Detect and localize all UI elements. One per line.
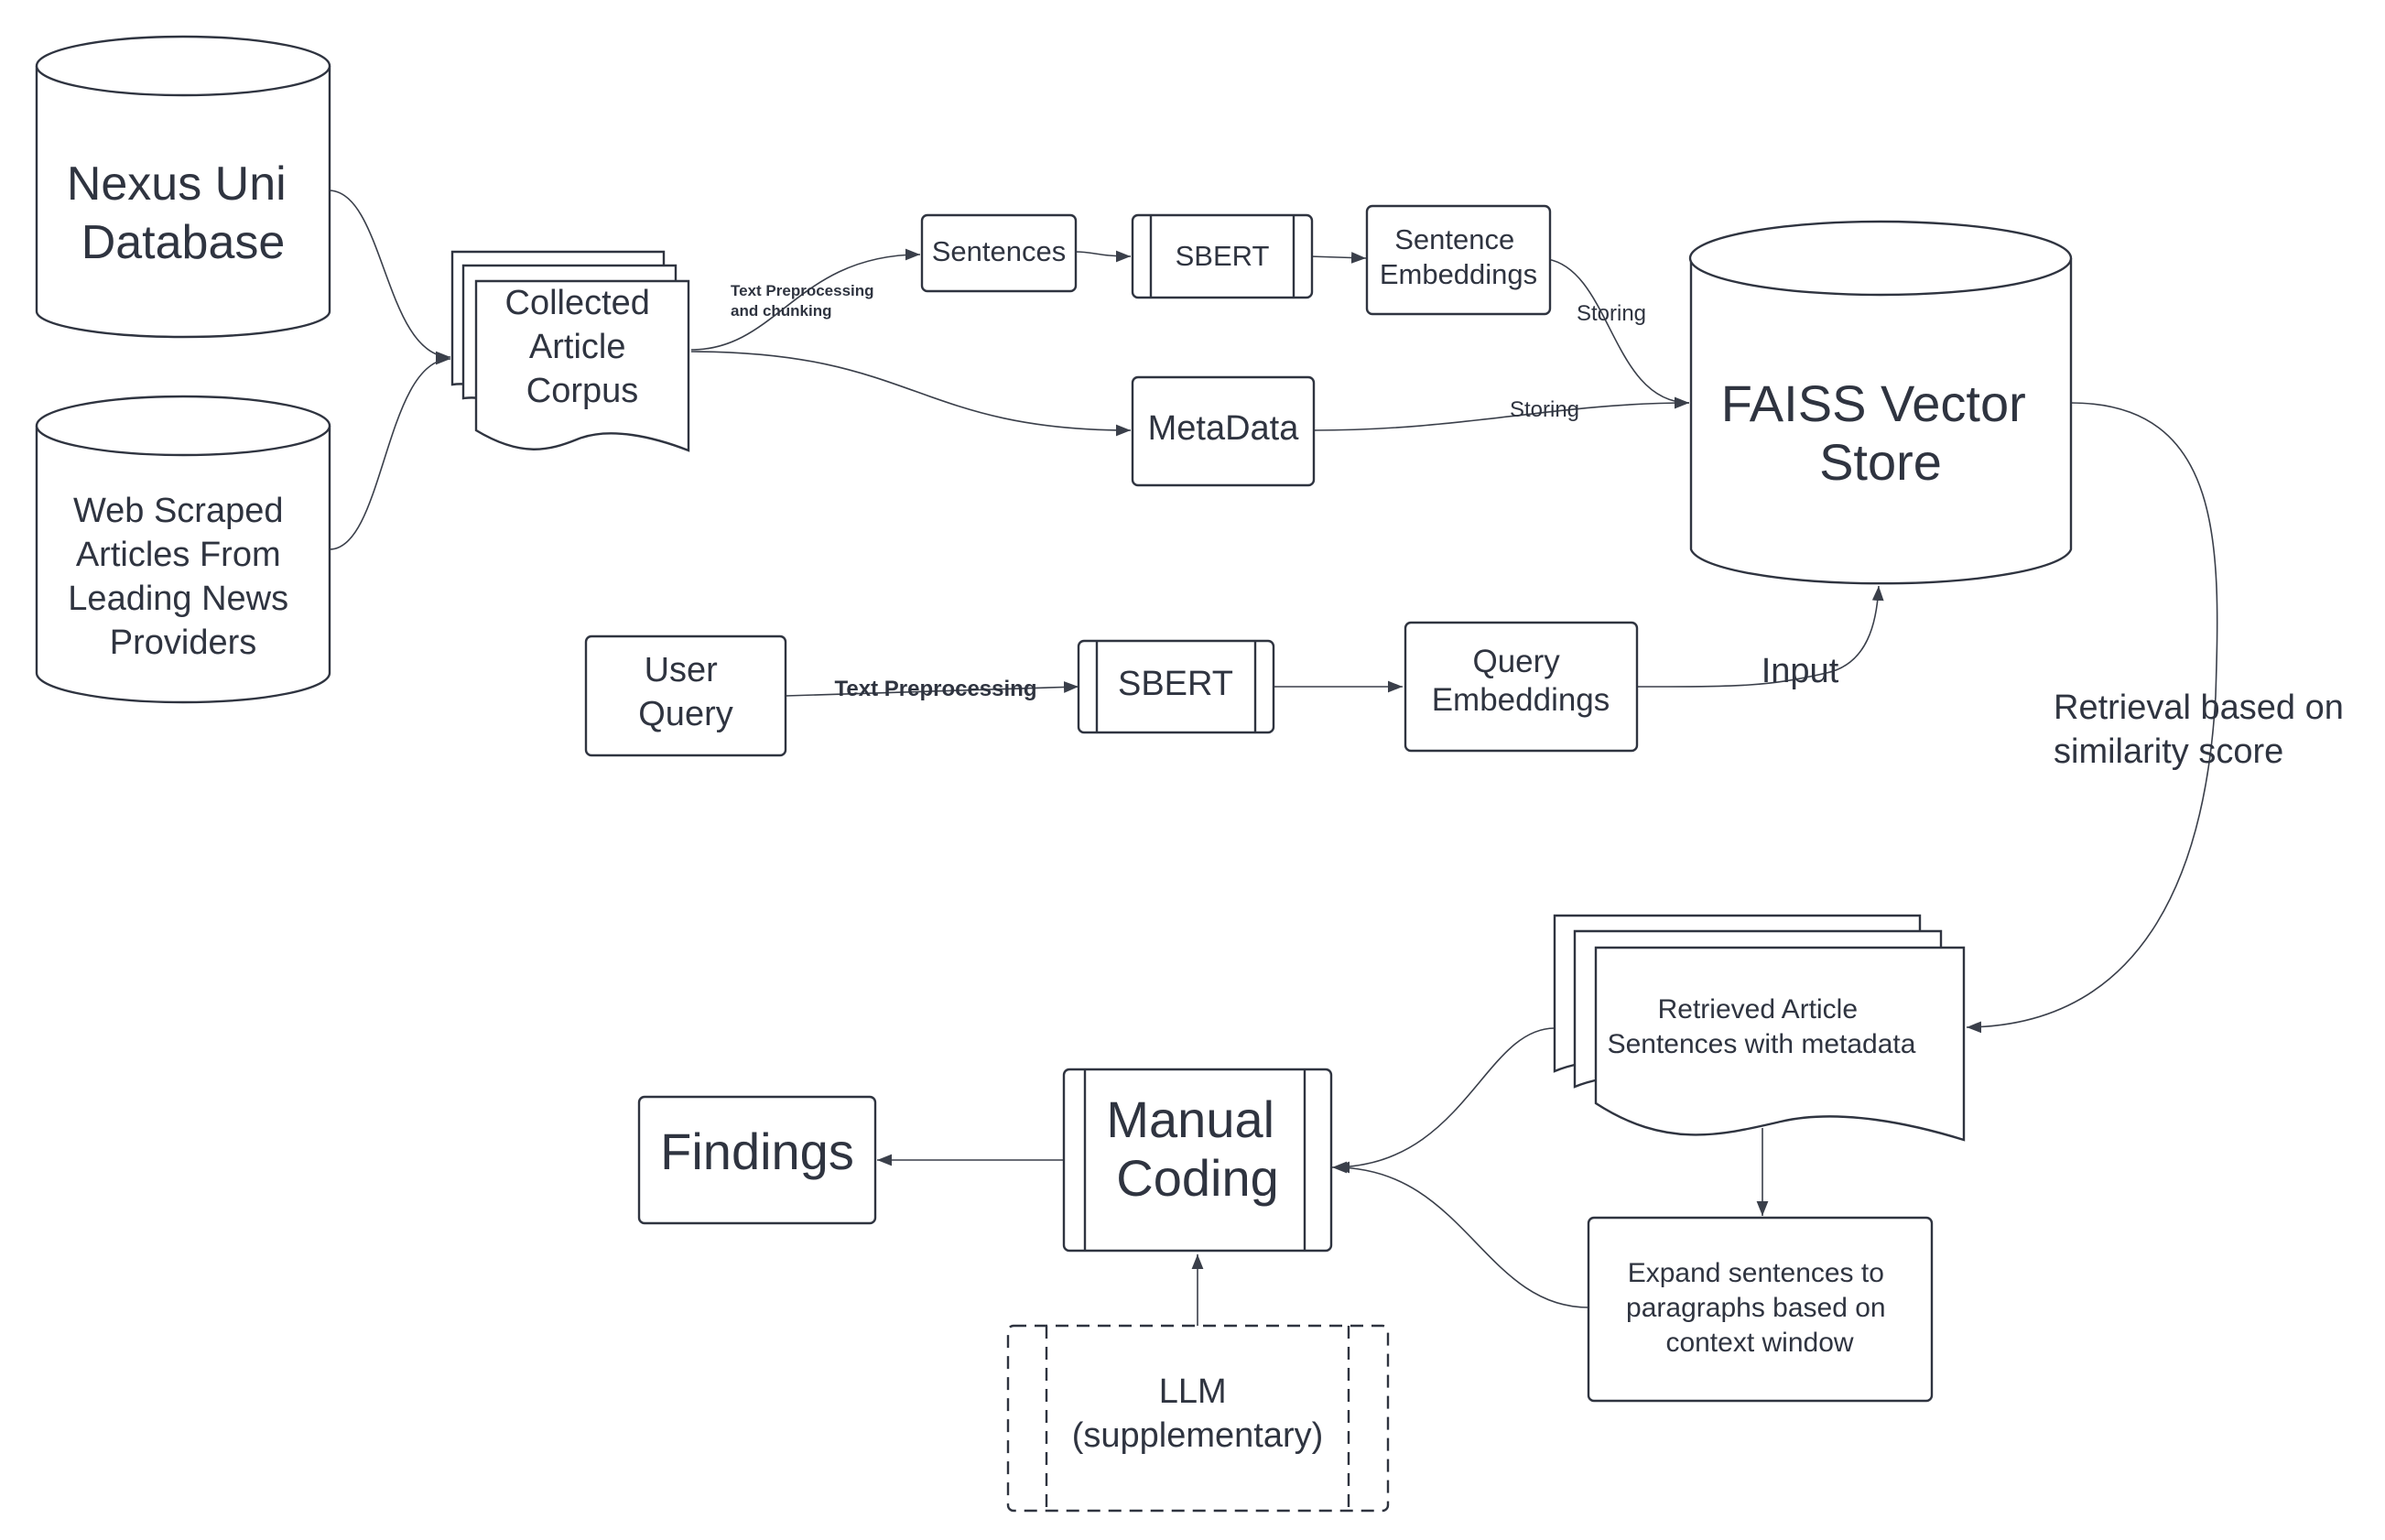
edge-faiss-to-retrieved [1966, 402, 2218, 1034]
edge-embeddings-to-faiss [1546, 258, 1690, 409]
edge-labels: Text Preprocessing and chunking Storing … [731, 282, 2353, 771]
llm-supplementary-node: LLM (supplementary) [1006, 1324, 1390, 1513]
label-storing-embeddings: Storing [1577, 301, 1646, 326]
sentence-embeddings-label: Sentence Embeddings [1380, 223, 1537, 290]
edges [329, 190, 2218, 1326]
expand-sentences-label: Expand sentences to paragraphs based on … [1626, 1258, 1893, 1358]
expand-sentences-node: Expand sentences to paragraphs based on … [1587, 1216, 1934, 1403]
collected-article-corpus-node: Collected Article Corpus [450, 250, 690, 452]
retrieved-article-sentences-label: Retrieved Article Sentences with metadat… [1608, 994, 1916, 1059]
sbert-top-node: SBERT [1131, 213, 1314, 299]
sentence-embeddings-node: Sentence Embeddings [1365, 204, 1552, 316]
faiss-vector-store-label: FAISS Vector Store [1721, 374, 2041, 491]
manual-coding-label: Manual Coding [1106, 1090, 1288, 1207]
user-query-node: User Query [584, 634, 787, 757]
sbert-bottom-node: SBERT [1077, 639, 1275, 734]
nexus-uni-database-node: Nexus Uni Database [35, 35, 331, 339]
sbert-top-label: SBERT [1176, 240, 1270, 272]
edge-nexus-to-corpus [329, 190, 451, 363]
web-scraped-articles-label: Web Scraped Articles From Leading News P… [68, 492, 298, 662]
user-query-label: User Query [638, 651, 732, 733]
label-input: Input [1762, 652, 1839, 690]
nexus-uni-database-label: Nexus Uni Database [67, 157, 299, 269]
edge-sbert-to-embeddings [1308, 252, 1367, 264]
label-storing-metadata: Storing [1510, 397, 1579, 422]
findings-label: Findings [660, 1122, 854, 1180]
llm-supplementary-label: LLM (supplementary) [1072, 1372, 1324, 1455]
retrieved-article-sentences-node: Retrieved Article Sentences with metadat… [1553, 914, 1966, 1142]
edge-retrieved-to-manual [1331, 1027, 1556, 1174]
faiss-vector-store-node: FAISS Vector Store [1688, 220, 2073, 585]
edge-userquery-to-sbert [785, 681, 1079, 697]
edge-expand-to-manual [1334, 1161, 1589, 1308]
metadata-node: MetaData [1131, 375, 1316, 487]
manual-coding-node: Manual Coding [1062, 1068, 1333, 1253]
metadata-label: MetaData [1148, 409, 1300, 448]
edge-metadata-to-faiss [1313, 396, 1690, 431]
label-preprocess-chunk: Text Preprocessing and chunking [731, 282, 878, 320]
findings-node: Findings [637, 1095, 877, 1225]
edge-corpus-to-sentences [690, 248, 921, 351]
edge-web-to-corpus [329, 352, 451, 550]
edge-corpus-to-metadata [690, 351, 1132, 437]
label-query-preprocess: Text Preprocessing [835, 677, 1037, 701]
sbert-bottom-label: SBERT [1118, 665, 1233, 703]
query-embeddings-label: Query Embeddings [1432, 644, 1610, 718]
collected-article-corpus-label: Collected Article Corpus [505, 284, 660, 410]
sentences-node: Sentences [920, 213, 1078, 293]
query-embeddings-node: Query Embeddings [1404, 621, 1639, 753]
label-retrieval: Retrieval based on similarity score [2054, 689, 2353, 771]
edge-sentences-to-sbert [1075, 250, 1132, 263]
web-scraped-articles-node: Web Scraped Articles From Leading News P… [35, 395, 331, 704]
sentences-label: Sentences [932, 235, 1067, 267]
edge-queryembeddings-to-faiss [1636, 585, 1884, 688]
